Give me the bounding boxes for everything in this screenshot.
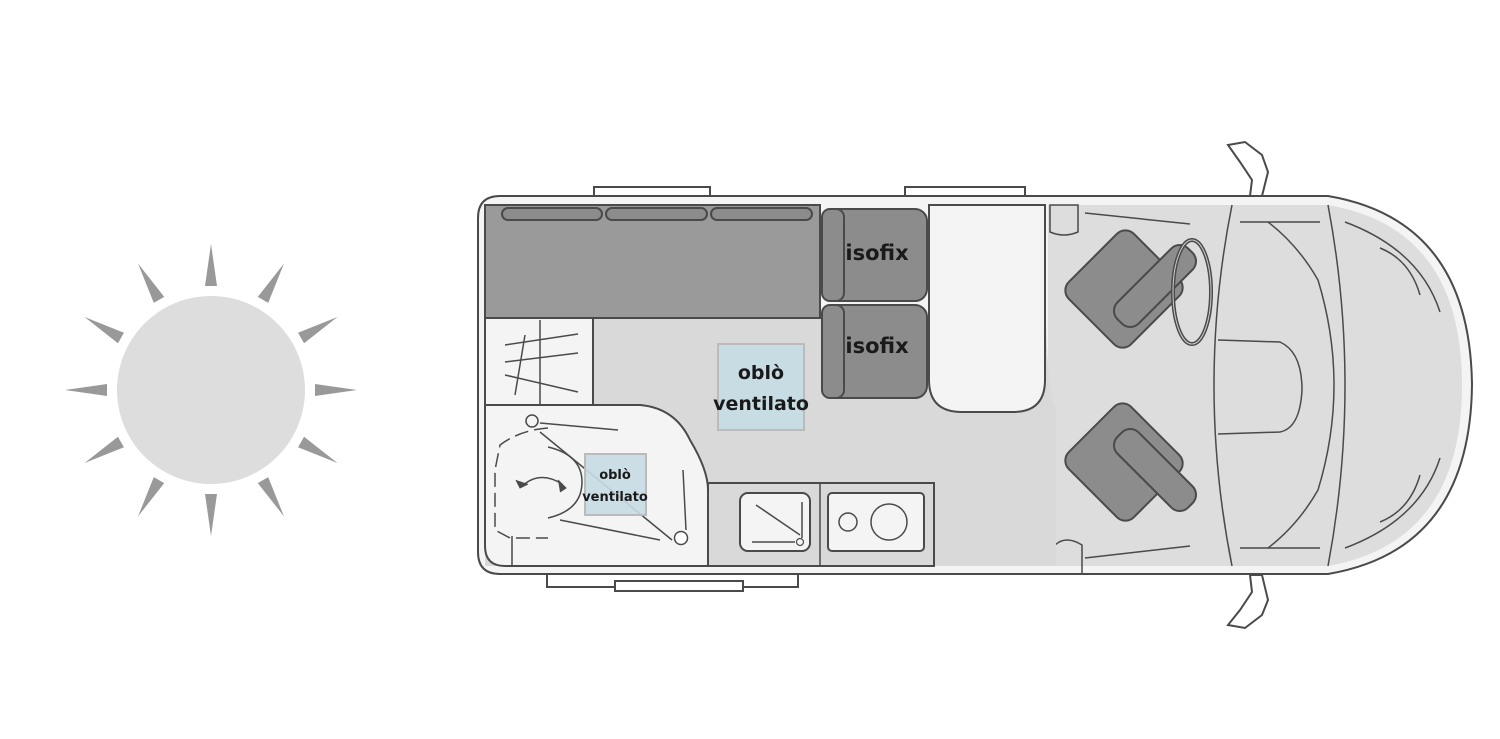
isofix-seat-lower [821,304,928,399]
sun-ray [138,263,165,303]
skylight-main-label-line2: ventilato [713,393,809,415]
bench-bolster-3 [710,207,813,221]
cab-divider-bottom [1084,545,1191,559]
cab-divider-top [1084,212,1191,225]
sun-ray [257,477,284,517]
bench-bolster-2 [605,207,708,221]
left-mirror [1226,140,1270,197]
dashboard-line [1213,204,1233,567]
rear-bench-cushion [484,204,821,319]
wardrobe-hangers [504,320,579,404]
sun-ray [205,244,217,286]
hood-line-top [1344,221,1441,313]
sun-ray [298,436,338,463]
isofix-label-upper: isofix [845,241,909,265]
skylight-main-label-line1: oblò [738,362,784,384]
sun-ray [84,436,124,463]
sun-ray [257,263,284,303]
dash-console [1217,339,1303,435]
isofix-label-lower: isofix [845,334,909,358]
sun-ray [315,384,357,396]
steering-wheel [1171,238,1213,346]
sun-ray [205,494,217,536]
windscreen-inner [1267,221,1335,549]
windscreen-line [1327,204,1346,567]
sun-ray [138,477,165,517]
sun-ray [298,317,338,344]
cabinet-unit [928,204,1046,413]
right-mirror [1226,574,1270,630]
sun-ray [84,317,124,344]
isofix-seat-upper [821,208,928,302]
door-step-inner [614,580,744,592]
sink-icon [739,492,811,552]
sun-ray [65,384,107,396]
hood-inner-bottom [1379,474,1421,523]
hood-line-bottom [1344,457,1441,549]
skylight-main [717,343,805,431]
b-pillar-top [1049,204,1079,236]
skylight-bath [584,453,647,516]
sun-icon [65,244,357,536]
passenger-seat [1064,402,1197,522]
skylight-bath-label-line1: oblò [599,468,631,483]
stove-icon [827,492,925,552]
bench-bolster-1 [501,207,603,221]
skylight-bath-label-line2: ventilato [582,490,648,505]
wardrobe [484,317,594,406]
hood-inner-top [1379,247,1421,296]
